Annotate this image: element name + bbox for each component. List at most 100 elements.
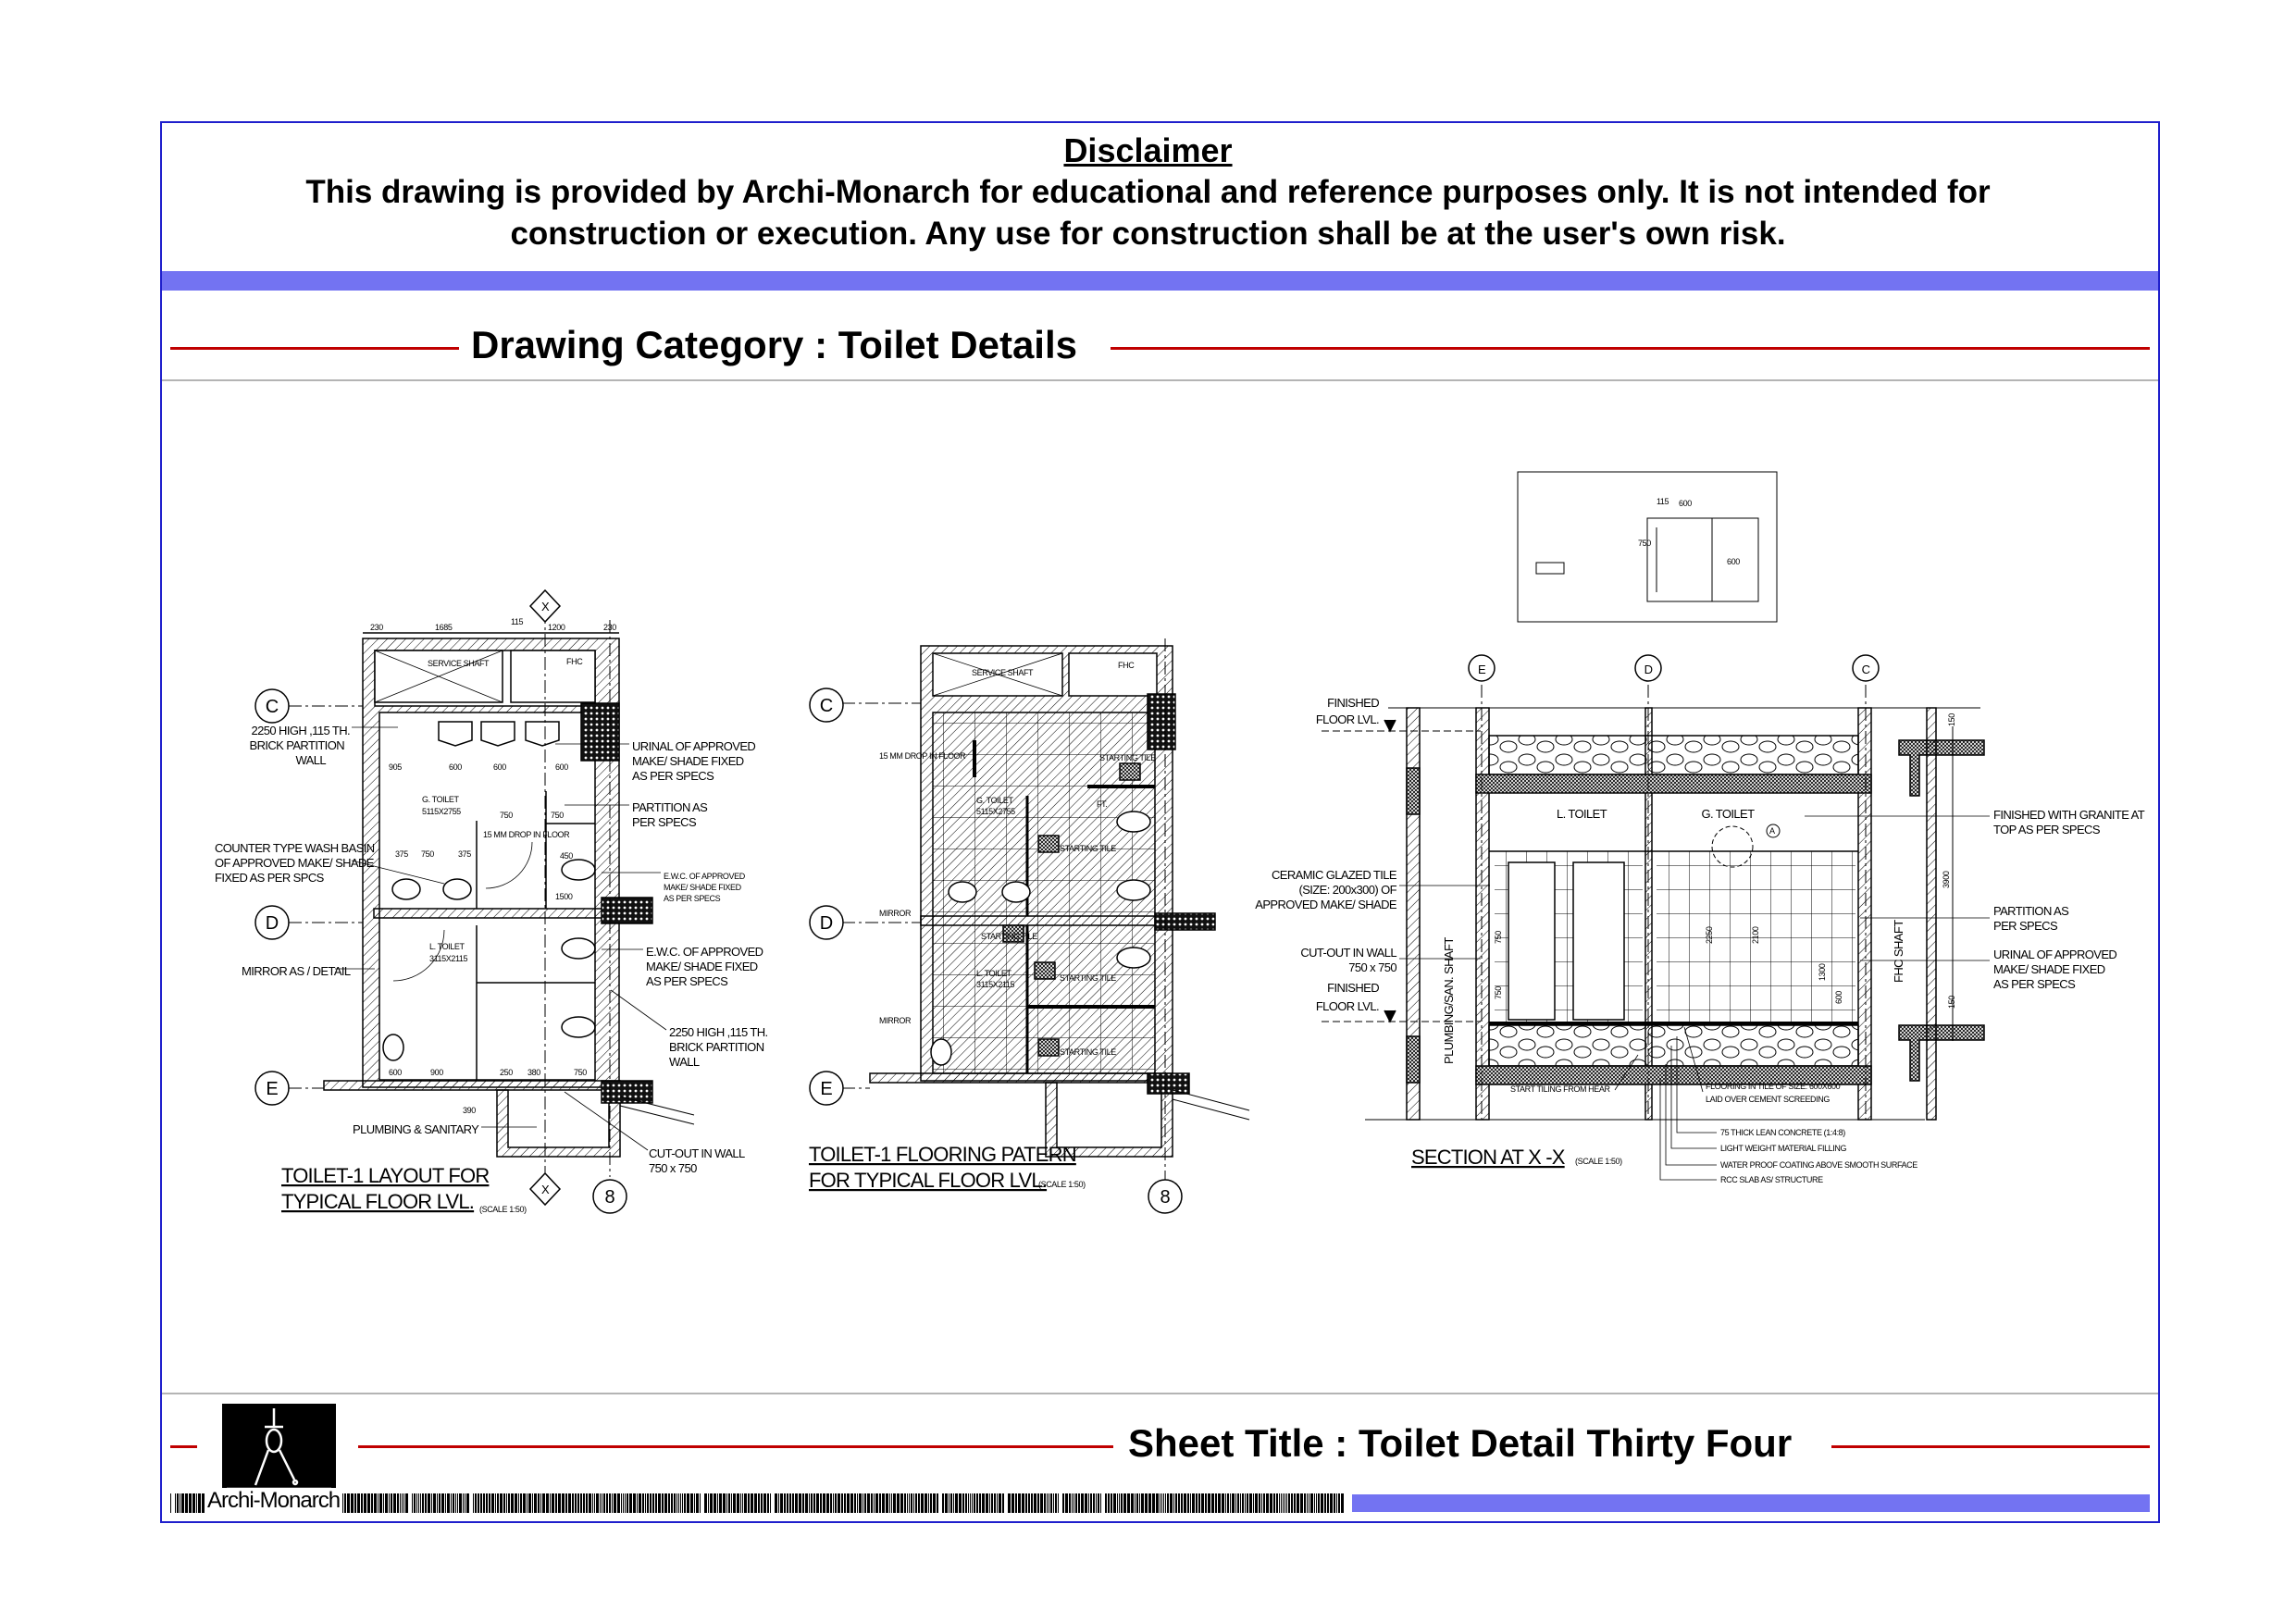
barcode-bar [617,1493,620,1513]
barcode-bar [726,1493,727,1513]
barcode-bar [647,1493,649,1513]
grid-d-label: D [1644,663,1653,676]
note: E.W.C. OF APPROVED [646,945,763,959]
barcode-bar [813,1493,815,1513]
barcode-bar [1288,1493,1290,1513]
note: APPROVED MAKE/ SHADE [1255,898,1397,911]
grid-e-label: E [1478,663,1486,676]
note: OF APPROVED MAKE/ SHADE [215,856,375,870]
starting-tile-note: STARTING TILE [1060,973,1116,983]
barcode-bar [1273,1493,1275,1513]
barcode-bar [600,1493,601,1513]
barcode-bar [480,1493,482,1513]
barcode-bar [606,1493,608,1513]
barcode-bar [1117,1493,1118,1513]
dim: 250 [500,1068,513,1077]
header-divider [162,379,2158,381]
barcode-bar [473,1493,474,1513]
note: MIRROR AS / DETAIL [242,964,351,978]
barcode-bar [455,1493,456,1513]
barcode-bar [1085,1493,1087,1513]
barcode-bar [1253,1493,1254,1513]
barcode-bar [1196,1493,1198,1513]
barcode-bar [959,1493,962,1513]
barcode-bar [676,1493,677,1513]
barcode-bar [371,1493,373,1513]
dim: 230 [370,623,383,632]
barcode-bar [717,1493,718,1513]
g-toilet-label: G. TOILET [1702,807,1756,821]
barcode-bar [1211,1493,1214,1513]
barcode-bar [354,1493,356,1513]
grid-e-label: E [820,1079,832,1099]
toilet-layout-labels: C D E 8 X X 230 1685 115 1200 230 905 60… [215,600,768,1214]
barcode-bar [177,1493,179,1513]
barcode-bar [402,1493,403,1513]
barcode-bar [655,1493,657,1513]
barcode-bar [645,1493,646,1513]
plan1-title: TOILET-1 LAYOUT FOR [281,1164,489,1187]
barcode-bar [1184,1493,1186,1513]
barcode-bar [816,1493,819,1513]
barcode-bar [1291,1493,1293,1513]
barcode-bar [911,1493,912,1513]
barcode-bar [185,1493,188,1513]
barcode-bar [1136,1493,1138,1513]
barcode-bar [704,1493,707,1513]
barcode-bar [1170,1493,1173,1513]
barcode-bar [609,1493,611,1513]
barcode-bar [986,1493,988,1513]
barcode-bar [1230,1493,1231,1513]
dim: 150 [1947,996,1956,1009]
barcode-bar [463,1493,464,1513]
note: PARTITION AS [632,800,708,814]
barcode-bar [867,1493,870,1513]
barcode-bar [397,1493,399,1513]
barcode-bar [687,1493,689,1513]
footer-divider [162,1393,2158,1394]
barcode-bar [879,1493,881,1513]
starting-tile-note: STARTING TILE [981,932,1037,941]
barcode-bar [841,1493,843,1513]
barcode-bar [965,1493,967,1513]
barcode-bar [955,1493,958,1513]
barcode-bar [1141,1493,1144,1513]
g-toilet-size: 5115X2755 [976,807,1015,816]
dim: 1300 [1818,963,1827,981]
barcode-bar [181,1493,184,1513]
barcode-bar [909,1493,910,1513]
barcode-bar [1047,1493,1048,1513]
barcode-bar [820,1493,822,1513]
barcode-bar [420,1493,421,1513]
barcode-bar [854,1493,856,1513]
barcode-bar [1055,1493,1057,1513]
barcode-bar [1044,1493,1046,1513]
dim: 150 [1947,713,1956,726]
barcode-bar [1225,1493,1226,1513]
barcode-bar [650,1493,652,1513]
barcode-bar [708,1493,709,1513]
barcode-bar [1156,1493,1159,1513]
note: BRICK PARTITION [250,738,345,752]
barcode-bar [418,1493,419,1513]
barcode-bar [500,1493,503,1513]
barcode-bar [1245,1493,1246,1513]
barcode-bar [1127,1493,1130,1513]
barcode-bar [1072,1493,1073,1513]
barcode-bar [1307,1493,1308,1513]
barcode-bar [871,1493,873,1513]
dim: 750 [1494,931,1503,944]
note: PER SPECS [632,815,697,829]
barcode-bar [1218,1493,1221,1513]
barcode-bar [997,1493,998,1513]
barcode-bar [1018,1493,1021,1513]
barcode-bar [1300,1493,1303,1513]
note: CUT-OUT IN WALL [1300,946,1396,960]
barcode-bar [198,1493,201,1513]
barcode-bar [592,1493,593,1513]
note: RCC SLAB AS/ STRUCTURE [1720,1175,1823,1184]
barcode-bar [780,1493,783,1513]
sheet-title: Sheet Title : Toilet Detail Thirty Four [1128,1421,1793,1465]
barcode-bar [451,1493,452,1513]
